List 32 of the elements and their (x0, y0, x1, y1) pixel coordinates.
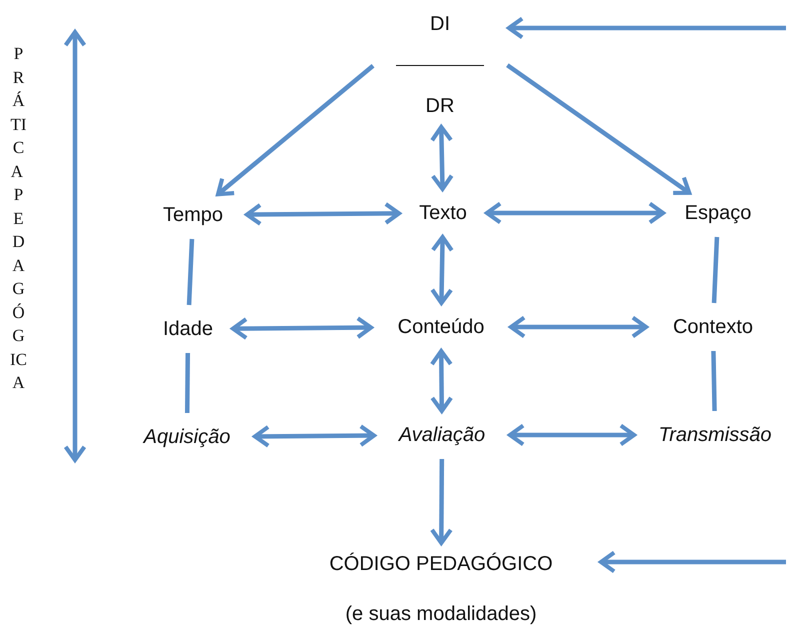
node-label: Tempo (148, 200, 238, 230)
arrow (506, 63, 692, 196)
arrow (506, 16, 786, 40)
connector-line (186, 238, 194, 306)
arrow (244, 202, 402, 226)
arrow (430, 124, 454, 192)
node-label: DR (426, 94, 454, 118)
node-label: Avaliação (383, 420, 501, 450)
connector-line (711, 350, 717, 412)
arrow (252, 424, 376, 448)
node-label: Contexto (655, 312, 771, 342)
node-subtitle: (e suas modalidades) (345, 602, 537, 626)
node-label: Espaço (672, 198, 764, 228)
node-label: Texto (408, 198, 478, 228)
arrow (484, 202, 666, 224)
arrow (216, 64, 374, 196)
node-label: DI (430, 12, 450, 36)
arrow (230, 316, 374, 340)
node-label: Aquisição (128, 422, 246, 452)
arrow (430, 234, 454, 306)
node-label: Transmissão (643, 420, 787, 450)
arrow (508, 316, 648, 338)
arrow (430, 348, 454, 414)
arrow (598, 550, 786, 574)
node-label: Idade (152, 314, 224, 344)
vertical-label: PRÁTICA PEDAGÓGICA (10, 43, 27, 394)
arrow (430, 458, 453, 546)
connector-line (712, 236, 720, 304)
node-label: Conteúdo (380, 312, 502, 342)
arrow (508, 424, 636, 446)
connector-line (184, 352, 190, 414)
node-label: CÓDIGO PEDAGÓGICO (329, 552, 553, 576)
